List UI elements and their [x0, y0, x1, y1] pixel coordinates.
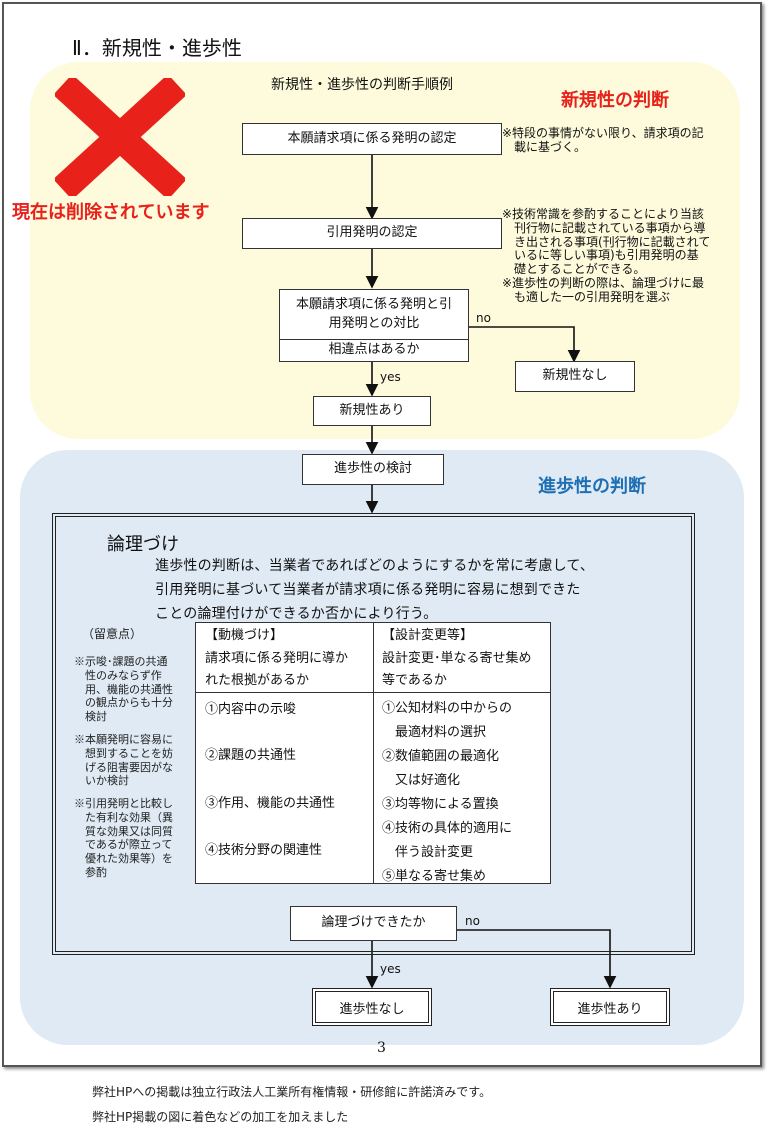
remarks-title: （留意点）	[82, 627, 143, 641]
step-cited-invention: 引用発明の認定	[242, 218, 502, 249]
inventive-label: 進歩性の判断	[538, 476, 646, 497]
design-item: ④技術の具体的適用に	[382, 821, 513, 836]
design-change-header: 【設計変更等】 設計変更･単なる寄せ集め 等であるか	[382, 627, 550, 691]
design-change-title: 【設計変更等】	[382, 628, 474, 643]
arrow-no-novelty	[469, 326, 581, 363]
yes-label-1: yes	[380, 370, 401, 384]
footer-permission: 弊社HPへの掲載は独立行政法人工業所有権情報・研修館に許諾済みです。	[92, 1085, 492, 1099]
note-common-knowledge: ※技術常識を参酌することにより当該 刊行物に記載されている事項から導 き出される…	[502, 207, 752, 305]
logic-text-line3: ことの論理付けができるか否かにより行う。	[155, 606, 438, 622]
motivation-header: 【動機づけ】 請求項に係る発明に導か れた根拠があるか	[205, 627, 373, 691]
page-number: 3	[377, 1040, 386, 1056]
arrow-no-inv	[457, 929, 617, 989]
note-line: も適した一の引用発明を選ぶ	[502, 289, 671, 304]
design-change-sub: 設計変更･単なる寄せ集め	[382, 651, 532, 667]
remark-line: 参酌	[74, 865, 107, 879]
no-label-2: no	[465, 914, 480, 928]
criteria-table: 【動機づけ】 請求項に係る発明に導か れた根拠があるか 【設計変更等】 設計変更…	[195, 622, 551, 884]
design-item: ③均等物による置換	[382, 797, 499, 812]
table-divider	[196, 692, 550, 693]
remark-line: 用、機能の共通性	[74, 682, 173, 696]
design-item: 最適材料の選択	[382, 725, 487, 740]
remark-line: 優れた効果等）を	[74, 852, 173, 865]
note-line: いるに等しい事項)も引用発明の基	[502, 248, 699, 263]
remark-line: ※本願発明に容易に	[74, 733, 173, 746]
motivation-title: 【動機づけ】	[205, 628, 284, 643]
remark-line: 性のみならず作	[74, 668, 162, 682]
design-item: 伴う設計変更	[382, 845, 474, 860]
logic-text-line1: 進歩性の判断は、当業者であればどのようにするかを常に考慮して、	[155, 558, 595, 574]
remark-line: であるが際立って	[74, 838, 173, 852]
result-no-inventive: 進歩性なし	[312, 988, 432, 1026]
page-heading: Ⅱ．新規性・進歩性	[72, 36, 242, 60]
remark-line: げる阻害要因がな	[74, 760, 173, 774]
note-line: き出される事項(刊行物に記載されて	[502, 234, 711, 249]
design-item: ⑤単なる寄せ集め	[382, 869, 487, 884]
step-comparison: 本願請求項に係る発明と引 用発明との対比 相違点はあるか	[279, 289, 469, 362]
result-has-inventive: 進歩性あり	[550, 988, 670, 1026]
note-claims-line: ※特段の事情がない限り、請求項の記	[502, 126, 704, 140]
difference-question: 相違点はあるか	[328, 342, 420, 358]
remark-line: ※示唆･課題の共通	[74, 655, 168, 668]
result-no-novelty: 新規性なし	[515, 361, 635, 392]
comparison-line1: 本願請求項に係る発明と引	[295, 296, 452, 312]
remark-line: の観点からも十分	[74, 696, 173, 710]
logic-frame	[52, 513, 695, 955]
motivation-item: ②課題の共通性	[205, 748, 297, 763]
design-item: ①公知材料の中からの	[382, 701, 513, 716]
remark-3: ※引用発明と比較し た有利な効果（異 質な効果又は同質 であるが際立って 優れた…	[74, 797, 173, 880]
remark-line: 想到することを妨	[74, 746, 173, 760]
result-has-novelty: 新規性あり	[313, 396, 431, 426]
note-line: 礎とすることができる。	[502, 262, 646, 277]
step-claimed-invention: 本願請求項に係る発明の認定	[242, 123, 502, 155]
yes-label-2: yes	[380, 962, 401, 976]
no-label-1: no	[476, 311, 491, 325]
logic-title: 論理づけ	[107, 534, 179, 555]
deleted-notice: 現在は削除されています	[12, 202, 210, 223]
novelty-label: 新規性の判断	[561, 90, 669, 111]
logic-question: 論理づけできたか	[290, 906, 457, 941]
note-line: 刊行物に記載されている事項から導	[502, 220, 706, 235]
motivation-item: ③作用、機能の共通性	[205, 796, 336, 811]
remark-line: いか検討	[74, 774, 129, 788]
red-cross-icon	[55, 78, 185, 196]
remark-line: 検討	[74, 710, 107, 723]
table-divider	[373, 623, 374, 883]
design-item: ②数値範囲の最適化	[382, 749, 500, 764]
motivation-item: ④技術分野の関連性	[205, 843, 323, 858]
motivation-sub: れた根拠があるか	[205, 673, 310, 689]
note-line: ※進歩性の判断の際は、論理づけに最	[502, 275, 705, 290]
remark-line: た有利な効果（異	[74, 810, 173, 824]
step-inventive-review: 進歩性の検討	[302, 454, 444, 485]
remark-line: 質な効果又は同質	[74, 824, 173, 838]
remark-line: ※引用発明と比較し	[74, 797, 173, 810]
design-item: 又は好適化	[382, 773, 461, 788]
remark-2: ※本願発明に容易に 想到することを妨 げる阻害要因がな いか検討	[74, 733, 173, 788]
logic-text-line2: 引用発明に基づいて当業者が請求項に係る発明に容易に想到できた	[155, 582, 581, 598]
remark-1: ※示唆･課題の共通 性のみならず作 用、機能の共通性 の観点からも十分 検討	[74, 655, 173, 724]
comparison-line2: 用発明との対比	[328, 315, 420, 331]
diagram-title: 新規性・進歩性の判断手順例	[271, 77, 453, 93]
motivation-sub: 請求項に係る発明に導か	[205, 651, 349, 667]
design-change-sub: 等であるか	[382, 673, 447, 689]
note-claims: ※特段の事情がない限り、請求項の記 載に基づく。	[502, 126, 752, 155]
footer-edit-note: 弊社HP掲載の図に着色などの加工を加えました	[92, 1110, 349, 1124]
motivation-item: ①内容中の示唆	[205, 702, 297, 717]
note-claims-line: 載に基づく。	[502, 139, 587, 154]
note-line: ※技術常識を参酌することにより当該	[502, 207, 704, 221]
